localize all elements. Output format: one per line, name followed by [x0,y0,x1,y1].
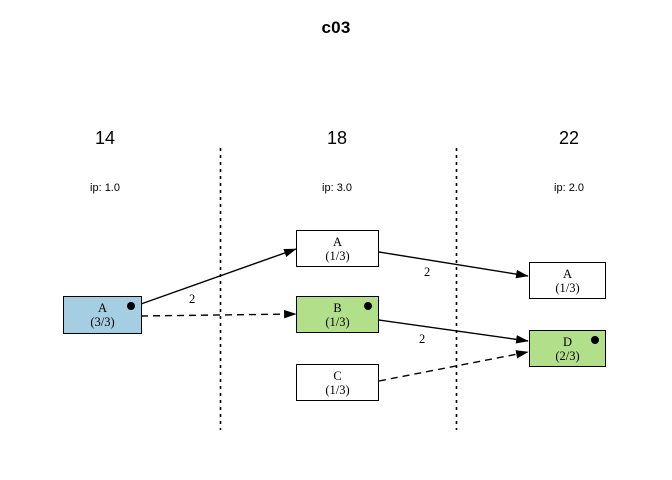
node-sublabel: (2/3) [555,348,580,363]
node-sublabel: (1/3) [325,248,350,263]
node-sublabel: (1/3) [325,382,350,397]
node-label: A [97,301,108,315]
column-header-14: 14 [94,128,116,148]
node-b-1-3[interactable]: B (1/3) [296,296,379,333]
edge-n2-n5 [378,319,529,344]
node-a-1-3-mid[interactable]: A (1/3) [296,230,379,267]
node-sublabel: (1/3) [555,280,580,295]
node-label: A [562,266,573,281]
edge-n3-n5 [378,350,529,382]
node-a-1-3-right[interactable]: A (1/3) [529,262,606,299]
column-header-22: 22 [558,128,580,148]
node-marker-dot [364,302,372,310]
column-ip-18: ip: 3.0 [322,182,352,194]
node-sublabel: (3/3) [90,315,115,329]
edge-label-n1-n4: 2 [424,265,431,279]
node-marker-dot [127,302,135,310]
node-label: D [562,334,573,349]
node-label: A [332,234,343,249]
column-ip-14: ip: 1.0 [90,182,120,194]
edge-n0-n2 [140,309,297,319]
page-title: c03 [321,18,351,37]
node-label: C [333,368,342,383]
column-header-18: 18 [326,128,348,148]
node-marker-dot [591,336,599,344]
node-d-2-3[interactable]: D (2/3) [529,330,606,367]
edge-n0-n1 [140,248,297,305]
node-sublabel: (1/3) [325,314,350,329]
node-a-3-3[interactable]: A (3/3) [63,296,142,334]
node-label: B [333,300,342,315]
edge-label-n2-n5: 2 [419,332,426,346]
node-c-1-3[interactable]: C (1/3) [296,364,379,401]
column-ip-22: ip: 2.0 [554,182,584,194]
edge-label-n0-n1: 2 [189,292,196,306]
edge-n1-n4 [378,251,529,279]
